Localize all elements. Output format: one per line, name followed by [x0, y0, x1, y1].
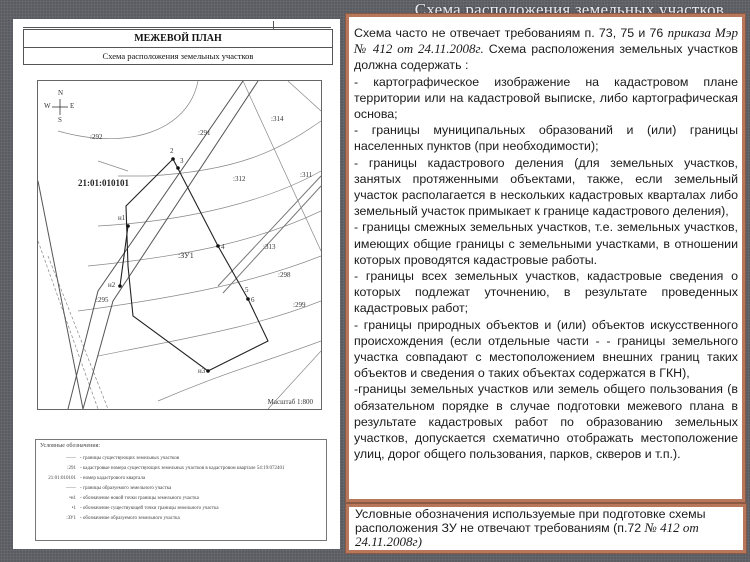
legend-item: 21:01:010101- номер кадастрового квартал… [48, 476, 146, 481]
zu1-boundary [119, 225, 129, 287]
legend-item: •1- обозначение существующей точки грани… [71, 506, 219, 511]
parcel-boundary [38, 180, 84, 409]
parcel-label: :291 [198, 129, 211, 137]
parcel-boundary [287, 81, 321, 112]
compass-e: E [70, 102, 75, 110]
boundary-plan-image: МЕЖЕВОЙ ПЛАН Схема расположения земельны… [13, 19, 340, 549]
requirement-item: - границы смежных земельных участков, т.… [354, 220, 738, 267]
map-legend: Условные обозначения: ——- границы сущест… [35, 439, 327, 541]
legend-item: :291- кадастровые номера существующих зе… [67, 466, 285, 471]
parcel-label: :292 [90, 133, 103, 141]
parcel-label: :313 [263, 243, 276, 251]
requirement-item: - границы муниципальных образований и (и… [354, 123, 738, 154]
plan-title: МЕЖЕВОЙ ПЛАН [24, 30, 332, 48]
legend-title: Условные обозначения: [40, 443, 101, 449]
parcel-label: :311 [300, 171, 313, 179]
contour-line [97, 170, 321, 227]
parcel-boundary [222, 185, 321, 294]
road-edge [82, 81, 259, 409]
requirement-item: - границы всех земельных участков, кадас… [354, 269, 738, 316]
point-label: 4 [221, 243, 225, 251]
parcel-label: :295 [96, 296, 109, 304]
point-label: 6 [251, 296, 255, 304]
contour-line [97, 300, 321, 357]
contour-line [77, 255, 321, 312]
parcel-label: :299 [293, 301, 306, 309]
contour-line [118, 120, 321, 177]
legend-item: •н1- обозначение новой точки границы зем… [69, 496, 199, 501]
point-label: н1 [118, 214, 126, 222]
contour-line [157, 340, 321, 402]
cadastral-map: N S W E :292 :291 :314 :312 :311 :313 :З… [37, 80, 322, 410]
parcel-label: :298 [278, 271, 291, 279]
compass-s: S [58, 116, 62, 124]
parcel-label: :312 [233, 175, 246, 183]
legend-item: :ЗУ1- обозначение образуемого земельного… [66, 516, 180, 521]
point-label: н3 [198, 367, 206, 375]
legend-note: Условные обозначения используемые при по… [355, 507, 706, 549]
contour-line [97, 160, 129, 172]
compass-w: W [44, 102, 51, 110]
parcel-boundary [242, 81, 321, 252]
parcel-label-zu1: :ЗУ1 [178, 251, 194, 260]
legend-note-box: Условные обозначения используемые при по… [346, 504, 746, 553]
plan-header: МЕЖЕВОЙ ПЛАН Схема расположения земельны… [23, 29, 333, 65]
parcel-label: :314 [271, 115, 284, 123]
cadastral-quarter-label: 21:01:010101 [78, 178, 129, 188]
point-label: 3 [180, 157, 184, 165]
road-edge [67, 81, 244, 409]
requirements-text-box: Схема часто не отвечает требованиям п. 7… [346, 14, 745, 502]
requirement-item: - картографическое изображение на кадаст… [354, 74, 738, 122]
map-lines [38, 81, 321, 409]
point-label: 5 [245, 286, 249, 294]
intro-paragraph: Схема часто не отвечает требованиям п. 7… [354, 25, 738, 73]
compass-rose-icon [52, 99, 68, 115]
compass-n: N [58, 89, 64, 97]
form-top-line [23, 21, 331, 29]
point-label: 2 [170, 147, 174, 155]
legend-item: ——- границы образуемого земельного участ… [66, 486, 172, 491]
contour-line [57, 81, 199, 139]
point-label: н2 [108, 281, 116, 289]
parcel-boundary [267, 350, 321, 409]
plan-subtitle: Схема расположения земельных участков [102, 51, 254, 61]
legend-item: ——- границы существующих земельных участ… [66, 456, 180, 461]
zu1-boundary [125, 158, 269, 372]
map-scale: Масштаб 1:800 [267, 398, 313, 406]
requirement-item: - границы природных объектов и (или) объ… [354, 317, 738, 381]
requirement-item: - границы кадастрового деления (для земе… [354, 155, 738, 219]
parcel-boundary [217, 175, 321, 287]
requirement-item: -границы земельных участков или земель о… [354, 382, 738, 462]
